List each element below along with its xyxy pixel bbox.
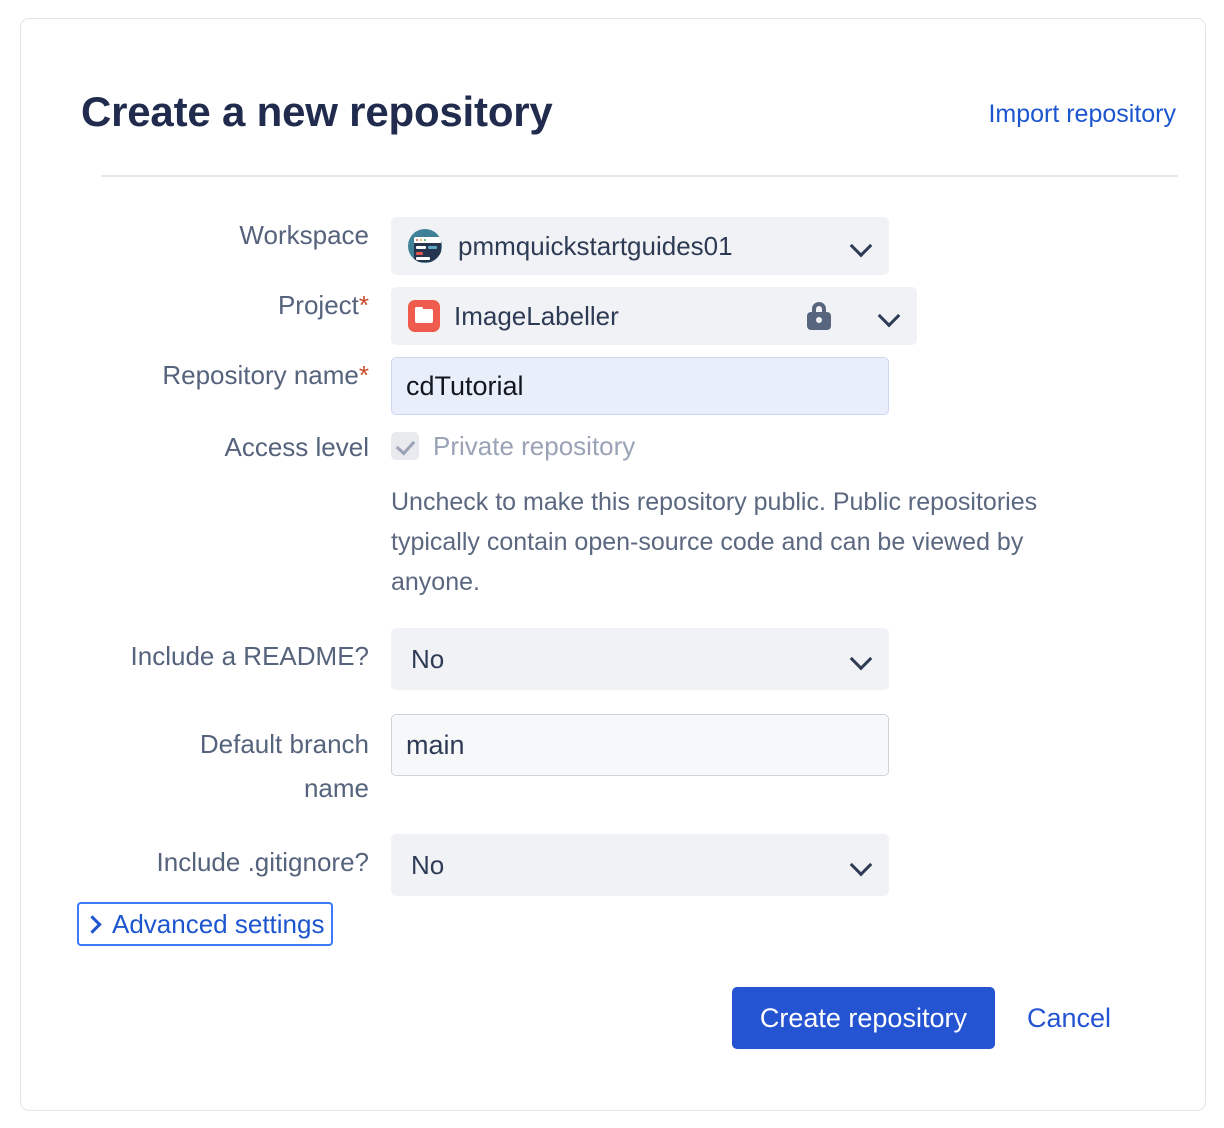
- private-repository-checkbox[interactable]: [391, 432, 419, 460]
- form-row-default-branch: Default branch name: [21, 714, 1207, 810]
- include-gitignore-label: Include .gitignore?: [156, 847, 369, 877]
- access-level-help-text: Uncheck to make this repository public. …: [391, 488, 1038, 596]
- repository-name-required-mark: *: [358, 360, 369, 390]
- include-readme-field: No: [391, 628, 1207, 690]
- project-required-mark: *: [358, 290, 369, 320]
- create-repository-card: Create a new repository Import repositor…: [20, 18, 1206, 1111]
- repository-name-label-text: Repository name: [162, 360, 359, 390]
- include-gitignore-field: No: [391, 834, 1207, 896]
- project-field: ImageLabeller: [391, 287, 1207, 345]
- advanced-settings-field: Advanced settings: [77, 902, 1207, 946]
- default-branch-input[interactable]: [391, 714, 889, 776]
- repository-name-label: Repository name*: [21, 357, 391, 393]
- chevron-down-icon: [850, 854, 872, 876]
- private-repository-label: Private repository: [433, 431, 636, 461]
- advanced-settings-toggle[interactable]: Advanced settings: [77, 902, 334, 946]
- project-select[interactable]: ImageLabeller: [391, 287, 917, 345]
- include-readme-select[interactable]: No: [391, 628, 889, 690]
- card-header: Create a new repository Import repositor…: [81, 83, 1176, 155]
- folder-icon: [408, 300, 440, 332]
- include-readme-label: Include a README?: [130, 641, 369, 671]
- chevron-right-icon: [82, 914, 102, 934]
- header-divider: [101, 175, 1178, 177]
- project-value: ImageLabeller: [454, 301, 619, 331]
- private-repository-checkbox-wrap[interactable]: Private repository: [391, 426, 1207, 466]
- lock-icon: [806, 301, 832, 331]
- repository-name-input[interactable]: [391, 357, 889, 415]
- default-branch-label-line1: Default branch: [199, 729, 369, 759]
- project-label-text: Project: [277, 290, 359, 320]
- form-row-access-level: Access level Private repository Uncheck …: [21, 427, 1207, 602]
- access-level-field: Private repository Uncheck to make this …: [391, 427, 1207, 602]
- form-row-workspace: Workspace: [21, 217, 1207, 275]
- page-title: Create a new repository: [81, 88, 553, 135]
- access-level-label: Access level: [224, 432, 370, 462]
- form-row-repository-name: Repository name*: [21, 357, 1207, 415]
- include-readme-value: No: [411, 644, 445, 674]
- default-branch-label: Default branch name: [21, 714, 391, 810]
- workspace-value: pmmquickstartguides01: [458, 231, 733, 261]
- cancel-button[interactable]: Cancel: [1021, 1002, 1117, 1035]
- default-branch-field: [391, 714, 1207, 776]
- project-label: Project*: [21, 287, 391, 323]
- include-gitignore-value: No: [411, 850, 445, 880]
- advanced-settings-label: Advanced settings: [112, 909, 325, 939]
- chevron-down-icon: [878, 305, 900, 327]
- form-row-project: Project* ImageLabeller: [21, 287, 1207, 345]
- workspace-label: Workspace: [239, 220, 369, 250]
- workspace-select[interactable]: pmmquickstartguides01: [391, 217, 889, 275]
- create-repository-form: Workspace: [21, 217, 1207, 946]
- form-row-include-gitignore: Include .gitignore? No: [21, 834, 1207, 896]
- chevron-down-icon: [850, 235, 872, 257]
- create-repository-button[interactable]: Create repository: [731, 987, 995, 1049]
- workspace-field: pmmquickstartguides01: [391, 217, 1207, 275]
- form-footer: Create repository Cancel: [21, 987, 1207, 1049]
- form-row-advanced-settings: Advanced settings: [21, 902, 1207, 946]
- include-gitignore-select[interactable]: No: [391, 834, 889, 896]
- default-branch-label-line2: name: [303, 773, 369, 803]
- chevron-down-icon: [850, 648, 872, 670]
- form-row-include-readme: Include a README? No: [21, 628, 1207, 690]
- workspace-avatar-icon: [408, 229, 442, 263]
- import-repository-link[interactable]: Import repository: [988, 100, 1176, 128]
- repository-name-field: [391, 357, 1207, 415]
